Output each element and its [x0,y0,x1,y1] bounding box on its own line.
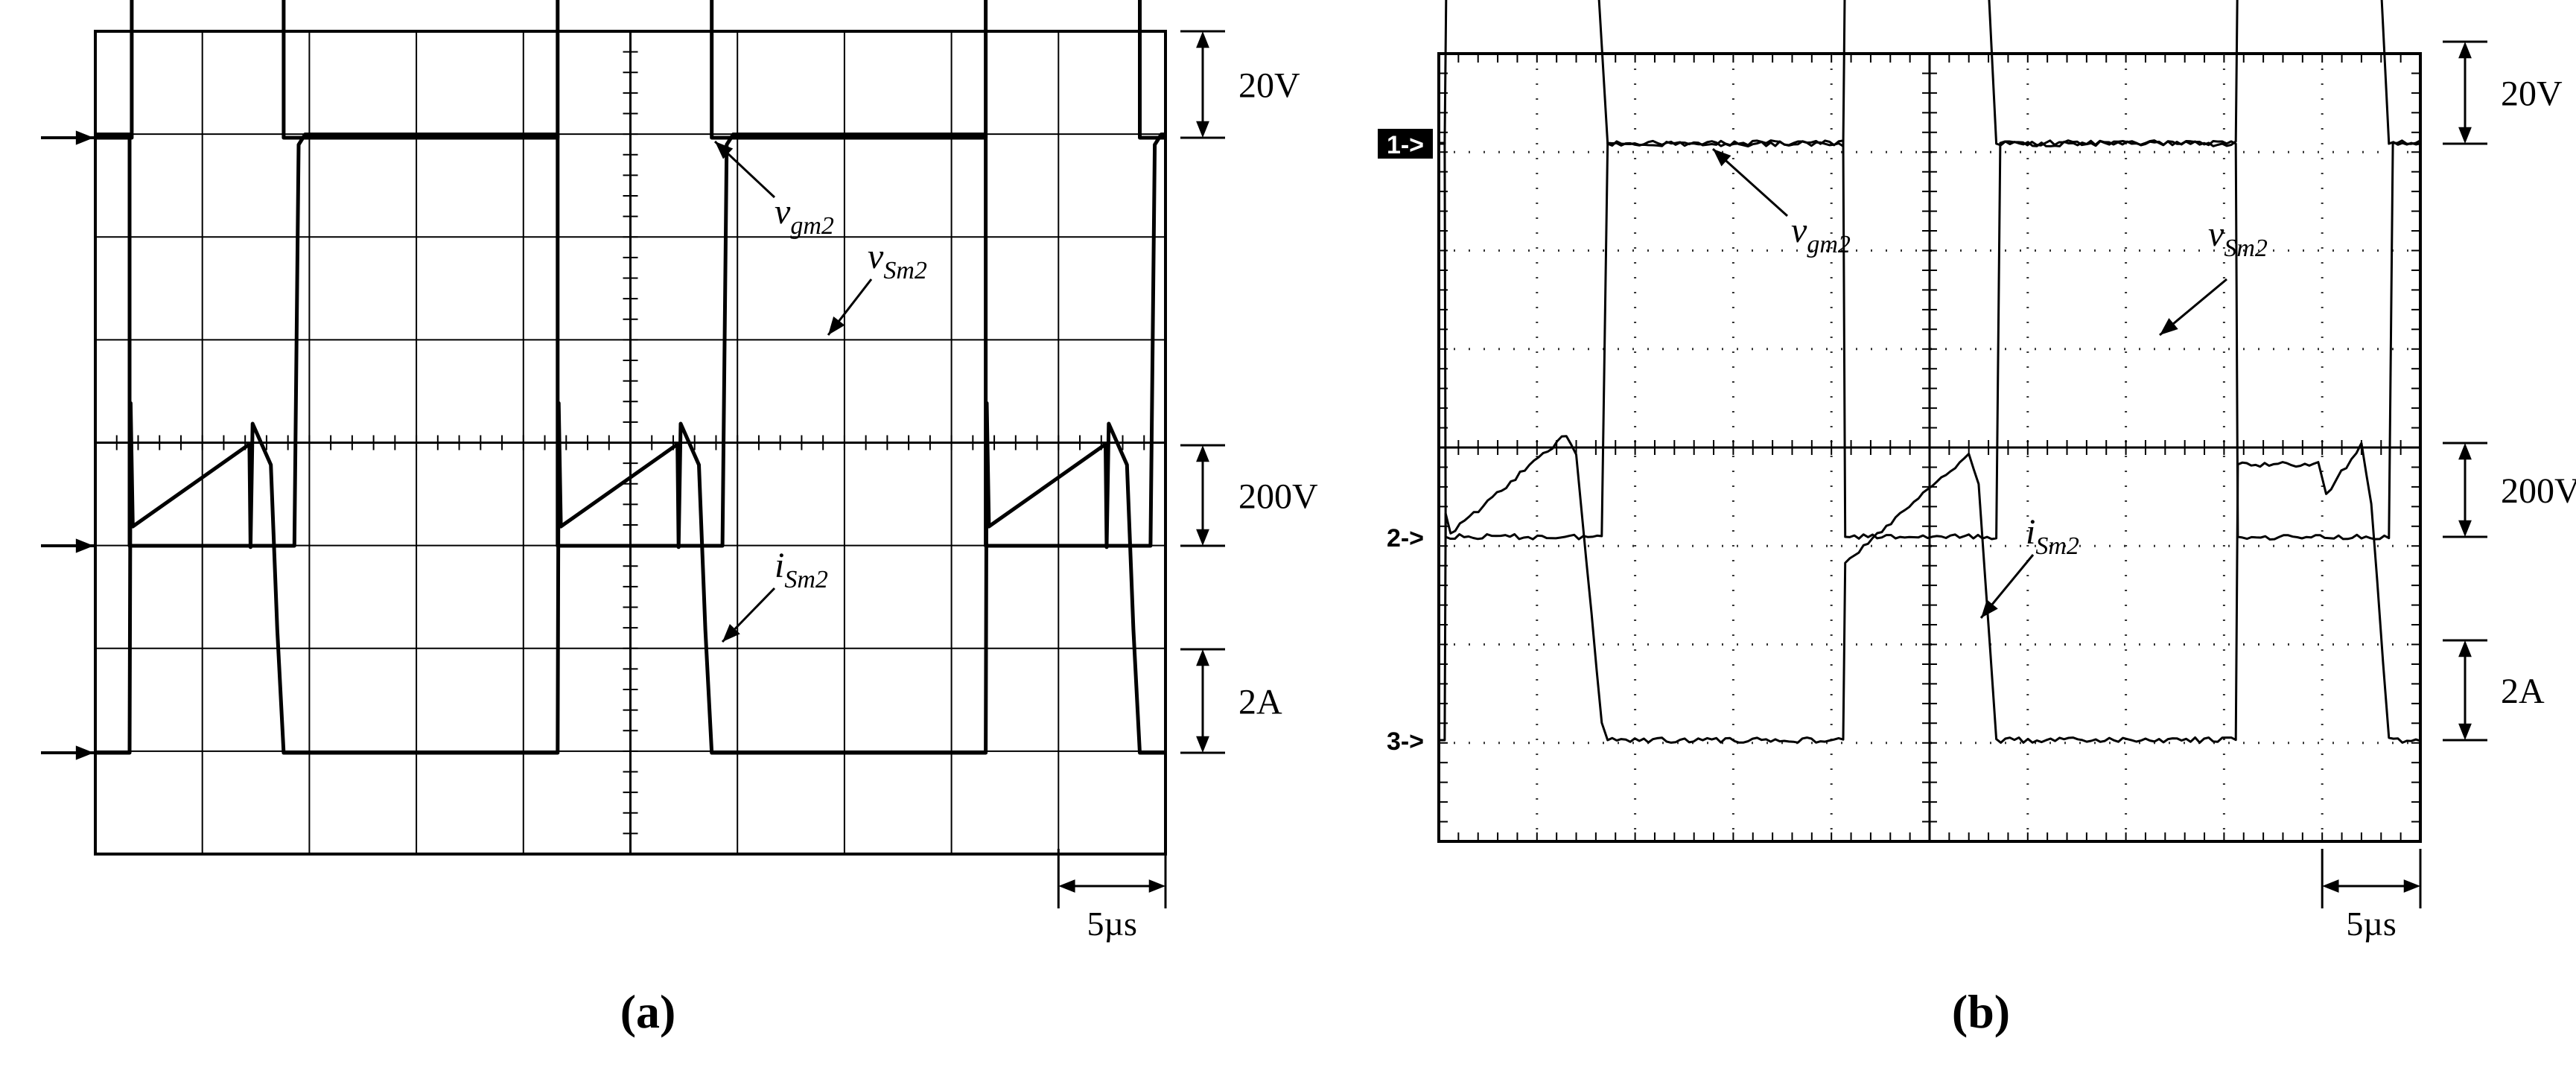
pointer-i-sm2-head [722,623,740,642]
pointer-v-gm2-head [715,141,734,159]
channel-marker-v-Sm2-head [75,538,94,553]
scale-label-v-Sm2: 200V [1238,477,1318,517]
label-v-gm2: vgm2 [775,192,834,240]
panel-b-caption: (b) [1952,985,2010,1038]
scale-indicator-v-gm2-head-top [2458,42,2472,59]
label-i-sm2: iSm2 [775,546,828,593]
label-v-sm2-main: v [2208,214,2224,254]
channel-marker-v-gm2-head [75,130,94,145]
panel-a-caption: (a) [620,985,676,1038]
scale-indicator-v-gm2-head-bottom [2458,127,2472,144]
time-division-label: 5µs [1087,905,1136,943]
trace-v-Sm2 [95,133,1165,548]
label-i-sm2-main: i [2026,512,2035,552]
trace-i-Sm2 [95,401,1165,755]
scale-indicator-v-gm2-head-top [1196,31,1209,48]
scale-label-i-Sm2: 2A [1238,683,1282,722]
pointer-v-gm2-head [1713,149,1731,167]
scale-indicator-v-Sm2-head-bottom [2458,520,2472,537]
scale-indicator-i-Sm2-head-top [2458,640,2472,657]
scale-indicator-i-Sm2-head-bottom [2458,723,2472,740]
time-division-indicator-head-right [2403,879,2420,893]
label-i-sm2-main: i [775,546,784,585]
trace-i-Sm2 [1439,435,2421,744]
label-v-gm2: vgm2 [1791,211,1851,258]
scale-indicator-i-Sm2-head-top [1196,649,1209,666]
time-division-indicator-head-left [1058,879,1075,893]
label-i-sm2-sub: Sm2 [2035,532,2079,560]
channel-3-marker: 3-> [1387,727,1424,756]
channel-2-marker: 2-> [1387,524,1424,552]
pointer-v-sm2-head [2160,318,2178,335]
time-division-indicator-head-right [1148,879,1165,893]
scale-indicator-v-gm2-head-bottom [1196,121,1209,138]
scale-indicator-v-Sm2-head-top [1196,445,1209,462]
pointer-i-sm2-head [1981,599,1998,618]
panel-a-traces [95,0,1165,755]
label-v-sm2-sub: Sm2 [883,257,927,284]
channel-1-marker: 1-> [1387,131,1424,159]
label-v-gm2-sub: gm2 [790,212,834,240]
channel-1-marker-bg [1378,129,1433,159]
scale-indicator-i-Sm2-head-bottom [1196,736,1209,753]
label-v-sm2: vSm2 [868,237,927,284]
label-v-gm2-sub: gm2 [1807,231,1851,258]
panel-a-grid [94,30,1167,856]
panel-b-traces [1439,0,2421,744]
label-v-gm2-main: v [775,192,791,232]
label-i-sm2-sub: Sm2 [784,566,828,593]
label-v-sm2: vSm2 [2208,214,2268,262]
time-division-indicator-head-left [2322,879,2339,893]
scale-label-v-gm2: 20V [2501,74,2563,114]
time-division-label: 5µs [2346,905,2396,943]
scale-indicator-v-Sm2-head-bottom [1196,529,1209,546]
pointer-v-sm2-head [828,316,845,335]
scale-indicator-v-Sm2-head-top [2458,443,2472,460]
channel-marker-i-Sm2-head [75,745,94,760]
label-v-gm2-main: v [1791,211,1807,250]
label-i-sm2: iSm2 [2026,512,2079,560]
label-v-sm2-main: v [868,237,884,276]
scale-label-v-gm2: 20V [1238,66,1300,106]
label-v-sm2-sub: Sm2 [2224,235,2268,262]
scale-label-i-Sm2: 2A [2501,672,2545,711]
scale-label-v-Sm2: 200V [2501,471,2576,511]
panel-b-grid [1437,52,2422,843]
trace-v-gm2 [1439,0,2421,147]
trace-v-Sm2 [1439,139,2421,541]
